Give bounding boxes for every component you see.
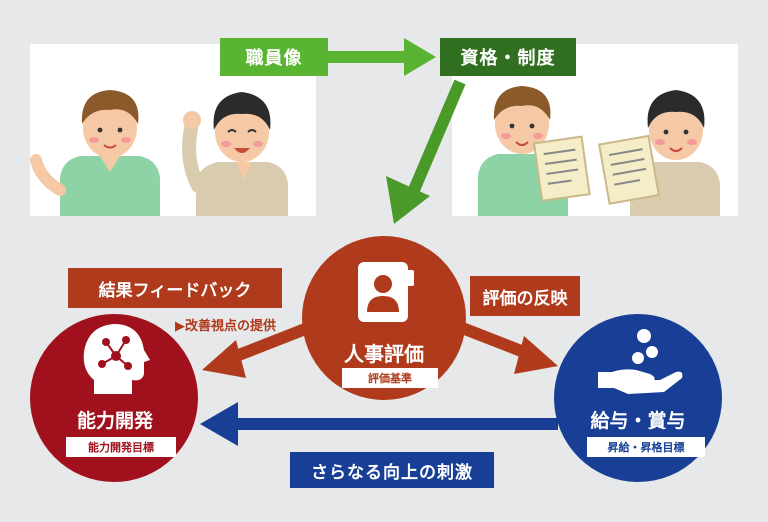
development-badge: 能力開発目標 [66, 437, 176, 457]
result-feedback-label: 結果フィードバック [68, 268, 282, 308]
arrow-evaluation-to-development [202, 318, 321, 378]
evaluation-title: 人事評価 [344, 342, 424, 366]
person-id-card-icon [358, 262, 414, 322]
arrow-qualification-to-evaluation [386, 79, 466, 224]
qualification-system-label: 資格・制度 [440, 38, 576, 76]
hand-with-coins-icon [598, 329, 683, 394]
further-stimulus-label: さらなる向上の刺激 [290, 452, 494, 488]
head-network-icon [83, 324, 150, 394]
salary-badge: 昇給・昇格目標 [587, 437, 705, 457]
arrow-evaluation-to-salary [449, 318, 558, 374]
improvement-note: ▶改善視点の提供 [175, 319, 276, 334]
development-title: 能力開発 [76, 410, 153, 432]
arrow-salary-to-development [200, 402, 558, 446]
arrow-staff-to-qualification [328, 38, 436, 76]
reflection-label: 評価の反映 [470, 276, 580, 316]
staff-illustration-right [478, 86, 720, 216]
salary-title: 給与・賞与 [590, 410, 686, 432]
evaluation-badge: 評価基準 [342, 368, 438, 388]
staff-image-label: 職員像 [220, 38, 328, 76]
staff-illustration-left [30, 90, 288, 216]
